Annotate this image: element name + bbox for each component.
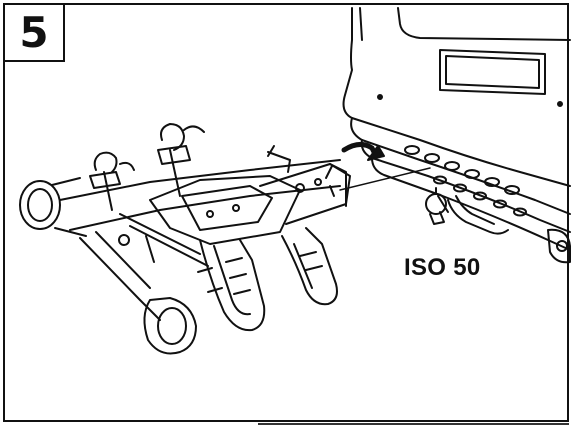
step-number-box: 5 (5, 5, 65, 62)
hitch-standard-label: ISO 50 (404, 254, 481, 281)
bike-carrier-icon (19, 123, 351, 355)
divider (258, 423, 569, 425)
mount-arrow-icon (341, 142, 385, 161)
step-number: 5 (19, 7, 49, 57)
instruction-panel: 5 (3, 3, 569, 422)
vehicle-rear-icon (342, 7, 571, 264)
tow-ball-icon (425, 187, 509, 235)
alignment-line (339, 167, 431, 191)
